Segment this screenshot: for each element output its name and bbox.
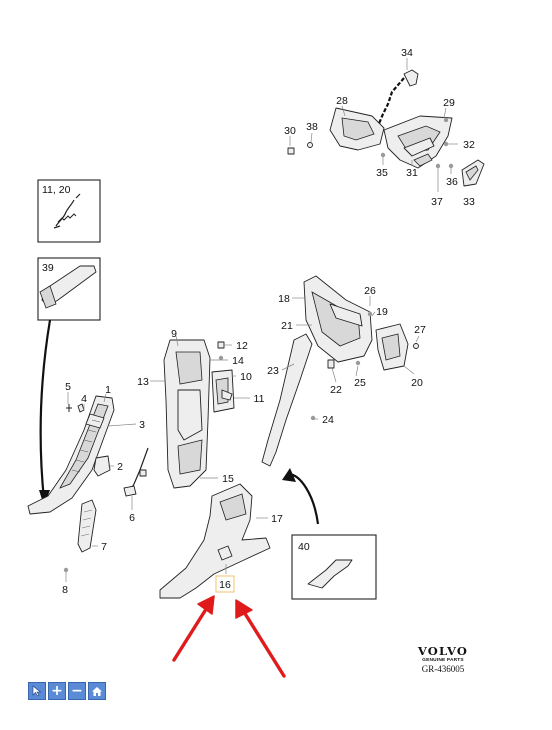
callout-6: 6 [129, 512, 135, 524]
callout-33: 33 [463, 196, 475, 208]
callout-36: 36 [446, 176, 458, 188]
center-assembly [150, 335, 250, 489]
callout-8: 8 [62, 584, 68, 596]
brand-subtitle: GENUINE PARTS [422, 658, 464, 663]
callout-11: 11 [254, 393, 265, 405]
part-4 [77, 403, 85, 413]
pointer-icon [32, 685, 42, 697]
volvo-logo: VOLVO [417, 644, 469, 658]
callout-18: 18 [278, 293, 290, 305]
callout-4: 4 [81, 393, 87, 405]
part-17 [159, 483, 271, 599]
part-23 [261, 333, 313, 467]
callout-38: 38 [306, 121, 318, 133]
inset-box-11-20 [37, 179, 101, 243]
part-2 [93, 455, 111, 477]
callout-37: 37 [431, 196, 443, 208]
spring-icon [53, 193, 81, 229]
diagram-code: GR-436005 [421, 664, 465, 674]
callout-26: 26 [364, 285, 376, 297]
inset-box-39 [37, 257, 101, 506]
callout-34: 34 [401, 47, 413, 59]
part-11 [221, 389, 233, 401]
part-22 [327, 359, 335, 369]
callout-11-20: 11, 20 [42, 184, 71, 196]
upper-assembly [287, 58, 485, 192]
callout-27: 27 [414, 324, 426, 336]
pointer-button[interactable] [28, 682, 46, 700]
inset-box-40 [282, 468, 377, 600]
callout-16: 16 [219, 579, 231, 591]
callout-15: 15 [222, 473, 234, 485]
home-button[interactable] [88, 682, 106, 700]
callout-5: 5 [65, 381, 71, 393]
home-icon [92, 686, 102, 696]
callout-28: 28 [336, 95, 348, 107]
zoom-in-button[interactable]: + [48, 682, 66, 700]
callout-3: 3 [139, 419, 145, 431]
callout-25: 25 [354, 377, 366, 389]
callout-13: 13 [137, 376, 149, 388]
brand-block: VOLVO GENUINE PARTS GR-436005 [411, 644, 475, 674]
part-12 [217, 341, 225, 349]
callout-1: 1 [105, 384, 111, 396]
callout-7: 7 [101, 541, 107, 553]
left-assembly [27, 392, 149, 582]
red-arrows [172, 595, 286, 678]
callout-39: 39 [42, 262, 54, 274]
part-16 [217, 545, 233, 561]
callout-9: 9 [171, 328, 177, 340]
right-assembly [261, 275, 420, 467]
callout-labels: 34 29 28 30 38 32 35 31 36 37 33 11, 20 … [42, 47, 475, 596]
callout-14: 14 [232, 355, 244, 367]
callout-10: 10 [240, 371, 252, 383]
part-30 [287, 147, 295, 155]
callout-35: 35 [376, 167, 388, 179]
callout-2: 2 [117, 461, 123, 473]
callout-20: 20 [411, 377, 423, 389]
callout-32: 32 [463, 139, 475, 151]
part-34 [403, 69, 419, 87]
highlight-box [215, 575, 235, 593]
viewer-toolbar: + − [28, 682, 106, 700]
callout-24: 24 [322, 414, 334, 426]
part-40 [307, 559, 353, 589]
callout-30: 30 [284, 125, 296, 137]
callout-12: 12 [236, 340, 248, 352]
callout-17: 17 [271, 513, 283, 525]
part-7 [77, 499, 97, 553]
callout-23: 23 [267, 365, 279, 377]
zoom-out-button[interactable]: − [68, 682, 86, 700]
callout-40: 40 [298, 541, 310, 553]
callout-29: 29 [443, 97, 455, 109]
callout-19: 19 [376, 306, 388, 318]
lower-trim [159, 483, 271, 599]
callout-21: 21 [281, 320, 293, 332]
callout-22: 22 [330, 384, 342, 396]
callout-31: 31 [406, 167, 418, 179]
